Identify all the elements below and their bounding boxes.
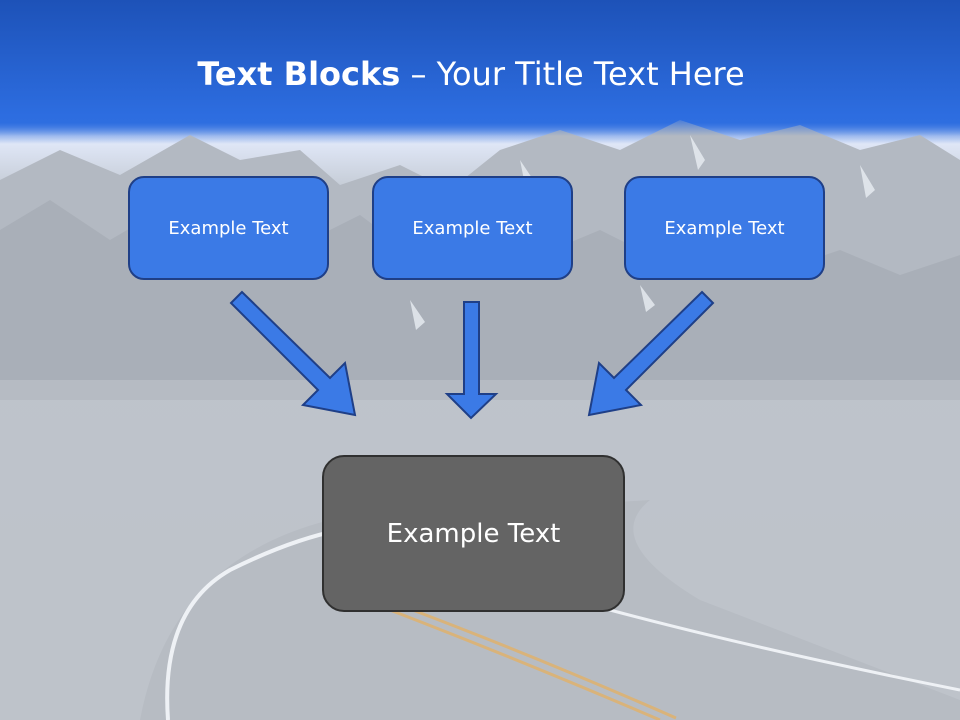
text-block-3-label: Example Text	[664, 217, 785, 239]
title-bold-text: Text Blocks	[197, 55, 401, 93]
result-text-block[interactable]: Example Text	[322, 455, 625, 612]
arrow-right	[587, 290, 715, 417]
title-rest-text: Your Title Text Here	[436, 55, 745, 93]
arrow-center	[444, 301, 499, 420]
text-block-2-label: Example Text	[412, 217, 533, 239]
slide-title: Text Blocks – Your Title Text Here	[0, 52, 942, 96]
text-block-3[interactable]: Example Text	[624, 176, 825, 280]
result-text-block-label: Example Text	[386, 518, 561, 549]
title-dash: –	[400, 55, 437, 93]
text-block-1-label: Example Text	[168, 217, 289, 239]
arrow-left	[229, 290, 357, 417]
text-block-2[interactable]: Example Text	[372, 176, 573, 280]
text-block-1[interactable]: Example Text	[128, 176, 329, 280]
